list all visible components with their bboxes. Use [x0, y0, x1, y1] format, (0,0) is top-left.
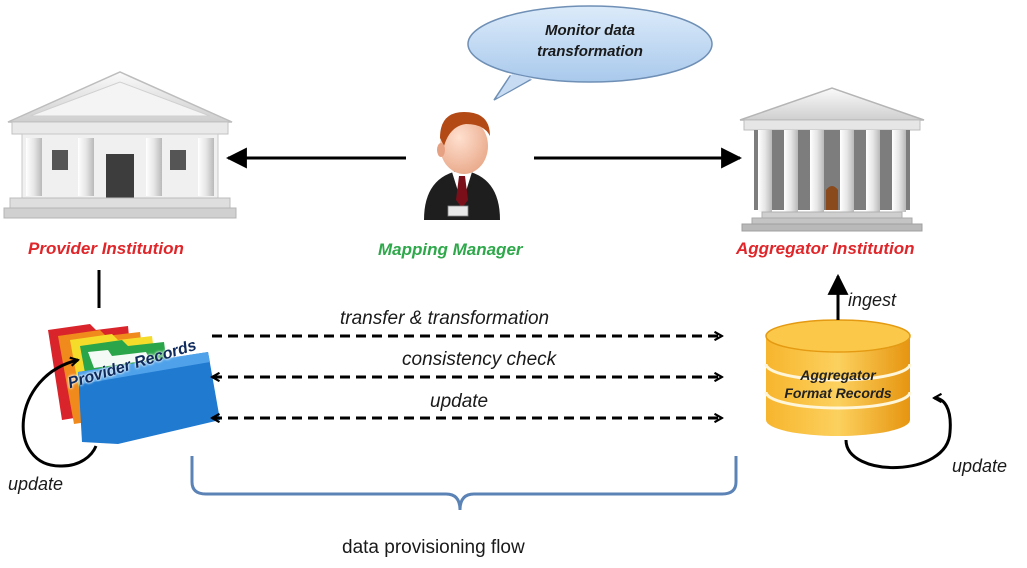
aggregator-institution-label: Aggregator Institution	[736, 239, 915, 258]
bubble-text: Monitor data transformation	[528, 20, 652, 62]
bubble-line-1: Monitor data	[545, 22, 635, 39]
provider-institution-label: Provider Institution	[28, 239, 184, 258]
speech-bubble	[467, 5, 713, 101]
transfer-label: transfer & transformation	[340, 308, 550, 329]
manager-person-icon	[424, 112, 500, 220]
flow-brace	[190, 456, 738, 511]
update-flow-label: update	[430, 391, 489, 412]
aggregator-records-label: Aggregator Format Records	[770, 366, 906, 402]
aggregator-records-line-2: Format Records	[784, 385, 892, 401]
museum-building-icon	[739, 87, 925, 232]
folders-icon	[48, 324, 220, 444]
flow-caption: data provisioning flow	[342, 537, 525, 558]
left-update-loop-arrow	[21, 360, 98, 468]
ingest-label: ingest	[848, 290, 897, 310]
left-update-label: update	[8, 474, 64, 494]
bubble-line-2: transformation	[537, 43, 643, 60]
classical-building-icon	[3, 71, 237, 219]
database-icon	[764, 319, 912, 436]
aggregator-records-line-1: Aggregator	[800, 367, 876, 383]
mapping-manager-label: Mapping Manager	[378, 240, 523, 259]
right-update-label: update	[952, 456, 1008, 476]
right-update-loop-arrow	[844, 398, 952, 469]
consistency-label: consistency check	[402, 349, 557, 370]
